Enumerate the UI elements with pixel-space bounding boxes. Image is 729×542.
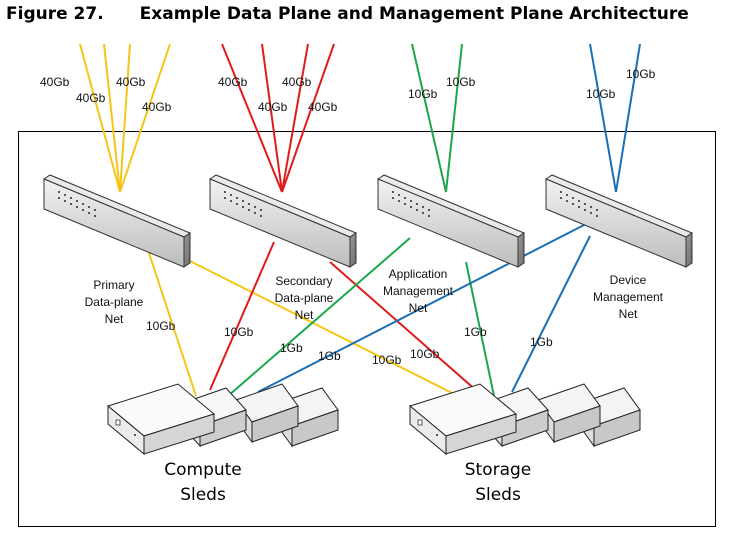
secondary-net-label-line-1: Secondary — [275, 274, 332, 288]
primary-data-plane-switch — [42, 174, 192, 268]
app-mgmt-net-label-line-2: Management — [383, 284, 454, 298]
uplink-cables — [79, 43, 641, 193]
compute-sleds-label-line-1: Compute — [164, 460, 242, 480]
link-app-mgmt-compute — [227, 237, 411, 397]
uplink-speed-labels: 40Gb 40Gb 40Gb 40Gb 40Gb 40Gb 40Gb 40Gb … — [40, 67, 656, 114]
dev-mgmt-net-label-line-3: Net — [619, 307, 638, 321]
sled-link-speed-labels: 10Gb 10Gb 1Gb 1Gb 10Gb 10Gb 1Gb 1Gb — [146, 319, 553, 367]
uplink-secondary-label-4: 40Gb — [308, 100, 338, 114]
figure-title: Figure 27. Example Data Plane and Manage… — [6, 4, 689, 28]
uplink-dev-mgmt-1 — [589, 43, 617, 193]
uplink-primary-4 — [119, 43, 171, 193]
uplink-primary-label-2: 40Gb — [76, 91, 106, 105]
uplink-secondary-label-1: 40Gb — [218, 75, 248, 89]
link-primary-storage — [179, 255, 459, 397]
link-dev-mgmt-compute — [257, 223, 587, 393]
dev-mgmt-storage-speed: 1Gb — [530, 335, 553, 349]
application-management-switch — [376, 174, 526, 268]
secondary-data-plane-switch — [208, 174, 358, 268]
app-mgmt-storage-speed: 1Gb — [464, 325, 487, 339]
figure-number: Figure 27. — [6, 4, 104, 24]
dev-mgmt-compute-speed: 1Gb — [318, 349, 341, 363]
uplink-primary-1 — [79, 43, 121, 193]
uplink-secondary-1 — [221, 43, 283, 193]
device-management-switch — [544, 174, 694, 268]
compute-sled-1 — [106, 383, 216, 456]
link-secondary-compute — [209, 241, 275, 391]
uplink-secondary-3 — [281, 43, 309, 193]
uplink-primary-2 — [103, 43, 121, 193]
dev-mgmt-net-label-line-1: Device — [610, 273, 647, 287]
uplink-primary-3 — [119, 43, 131, 193]
compute-sleds-label-line-2: Sleds — [180, 485, 226, 505]
app-mgmt-net-label-line-1: Application — [389, 267, 448, 281]
link-dev-mgmt-storage — [511, 235, 591, 393]
uplink-secondary-2 — [261, 43, 283, 193]
app-mgmt-net-label-line-3: Net — [409, 301, 428, 315]
dev-mgmt-net-label-line-2: Management — [593, 290, 664, 304]
network-labels: Primary Data-plane Net Secondary Data-pl… — [85, 267, 664, 326]
uplink-secondary-label-3: 40Gb — [282, 75, 312, 89]
app-mgmt-compute-speed: 1Gb — [280, 341, 303, 355]
sled-group-labels: Compute Sleds Storage Sleds — [164, 460, 531, 505]
uplink-primary-label-1: 40Gb — [40, 75, 70, 89]
uplink-app-mgmt-1 — [411, 43, 447, 193]
uplink-dev-mgmt-label-1: 10Gb — [586, 87, 616, 101]
secondary-compute-speed: 10Gb — [224, 325, 254, 339]
uplink-app-mgmt-2 — [445, 43, 463, 193]
secondary-net-label-line-2: Data-plane — [275, 291, 334, 305]
figure-caption: Example Data Plane and Management Plane … — [139, 4, 689, 24]
uplink-dev-mgmt-2 — [615, 43, 641, 193]
storage-sleds-label-line-1: Storage — [465, 460, 532, 480]
primary-net-label-line-1: Primary — [93, 278, 134, 292]
link-app-mgmt-storage — [465, 261, 495, 397]
primary-net-label-line-2: Data-plane — [85, 295, 144, 309]
uplink-app-mgmt-label-1: 10Gb — [408, 87, 438, 101]
uplink-primary-label-3: 40Gb — [116, 75, 146, 89]
uplink-primary-label-4: 40Gb — [142, 100, 172, 114]
link-secondary-storage — [329, 261, 479, 393]
storage-sleds-group — [408, 383, 641, 456]
link-primary-compute — [147, 249, 197, 397]
uplink-secondary-label-2: 40Gb — [258, 100, 288, 114]
diagram-frame — [18, 131, 716, 527]
storage-sleds-label-line-2: Sleds — [475, 485, 521, 505]
uplink-dev-mgmt-label-2: 10Gb — [626, 67, 656, 81]
uplink-app-mgmt-label-2: 10Gb — [446, 75, 476, 89]
primary-net-label-line-3: Net — [105, 312, 124, 326]
storage-sled-1 — [408, 383, 518, 456]
secondary-net-label-line-3: Net — [295, 308, 314, 322]
secondary-storage-speed: 10Gb — [410, 347, 440, 361]
primary-storage-speed: 10Gb — [372, 353, 402, 367]
compute-sleds-group — [106, 383, 339, 456]
uplink-secondary-4 — [281, 43, 335, 193]
primary-compute-speed: 10Gb — [146, 319, 176, 333]
sled-link-cables — [147, 223, 591, 397]
